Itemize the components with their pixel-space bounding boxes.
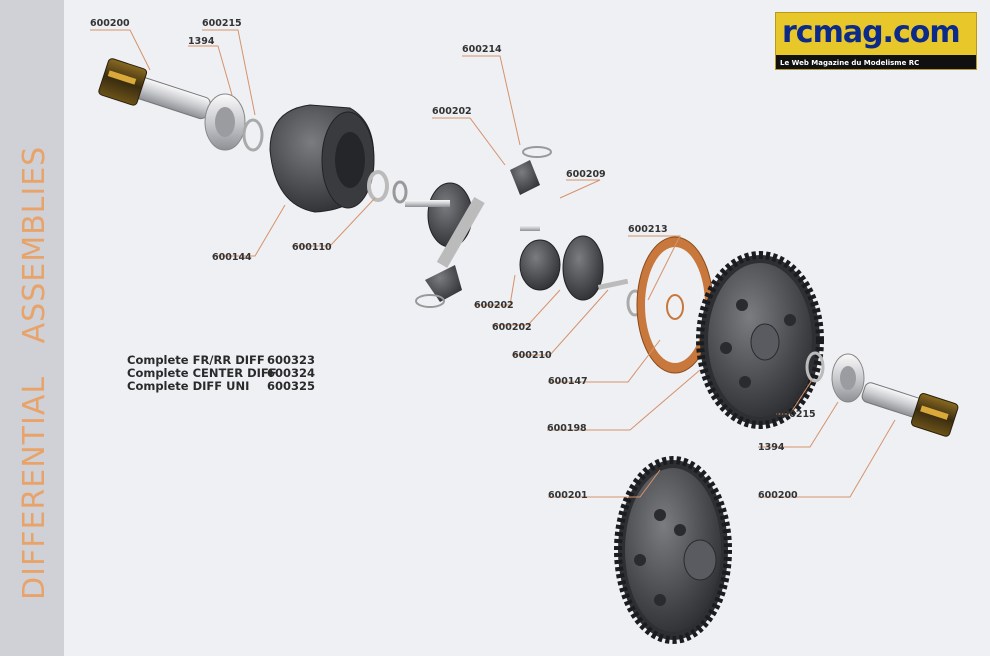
logo-wordmark: rcmag.com: [782, 15, 961, 50]
assembly-number: 600324: [267, 366, 316, 380]
callout-600200-right: 600200: [758, 490, 798, 501]
logo-strip: [776, 55, 976, 69]
callout-600210: 600210: [512, 350, 552, 361]
callout-600202-low: 600202: [492, 322, 532, 333]
bearing-icon-right: [831, 353, 865, 403]
title-word-assemblies: ASSEMBLIES: [17, 146, 52, 344]
outdrive-cup-icon: [98, 58, 211, 120]
complete-row: Complete FR/RR DIFF 600323: [127, 354, 315, 367]
ring-gear-icon: [614, 456, 732, 644]
ring-seal-icon: [367, 170, 389, 202]
shim-icon-right: [805, 351, 825, 383]
callout-1394-right: 1394: [758, 442, 785, 453]
assembly-number: 600325: [267, 379, 316, 393]
washer-icon: [392, 180, 408, 204]
callout-600202-top: 600202: [432, 106, 472, 117]
bearing-icon: [204, 93, 246, 151]
callout-600215-right: 600215: [776, 409, 816, 420]
leader-lines: [90, 29, 896, 498]
assembly-name: Complete FR/RR DIFF: [127, 353, 265, 367]
svg-text:DIFFERENTIAL ASSEMBLIES: DIFFERENTIAL ASSEMBLIES: [17, 146, 52, 600]
callout-600110: 600110: [292, 242, 332, 253]
callout-600201: 600201: [548, 490, 588, 501]
complete-row: Complete DIFF UNI 600325: [127, 380, 315, 393]
spur-gear-icon: [696, 251, 824, 429]
bevel-gear-icon: [405, 146, 629, 308]
callout-600200-left: 600200: [90, 18, 130, 29]
shim-icon: [242, 118, 264, 152]
callout-600147: 600147: [548, 376, 588, 387]
complete-row: Complete CENTER DIFF 600324: [127, 367, 315, 380]
complete-assemblies-list: Complete FR/RR DIFF 600323 Complete CENT…: [127, 354, 315, 393]
callout-600213: 600213: [628, 224, 668, 235]
callout-600198: 600198: [547, 423, 587, 434]
assembly-number: 600323: [267, 353, 316, 367]
callout-600209: 600209: [566, 169, 606, 180]
callout-600144: 600144: [212, 252, 252, 263]
callout-600202-mid: 600202: [474, 300, 514, 311]
callout-600214: 600214: [462, 44, 502, 55]
logo-tagline: Le Web Magazine du Modelisme RC: [780, 59, 920, 67]
callout-1394-left: 1394: [188, 36, 215, 47]
title-word-differential: DIFFERENTIAL: [17, 376, 52, 600]
diff-case-icon: [269, 104, 375, 213]
assembly-name: Complete CENTER DIFF: [127, 366, 277, 380]
site-logo[interactable]: rcmag.com Le Web Magazine du Modelisme R…: [775, 12, 977, 70]
sidebar-band: [0, 0, 64, 656]
callout-600215-left: 600215: [202, 18, 242, 29]
vertical-section-title: DIFFERENTIAL ASSEMBLIES: [17, 146, 52, 600]
assembly-name: Complete DIFF UNI: [127, 379, 250, 393]
outdrive-cup-icon-right: [861, 382, 959, 437]
